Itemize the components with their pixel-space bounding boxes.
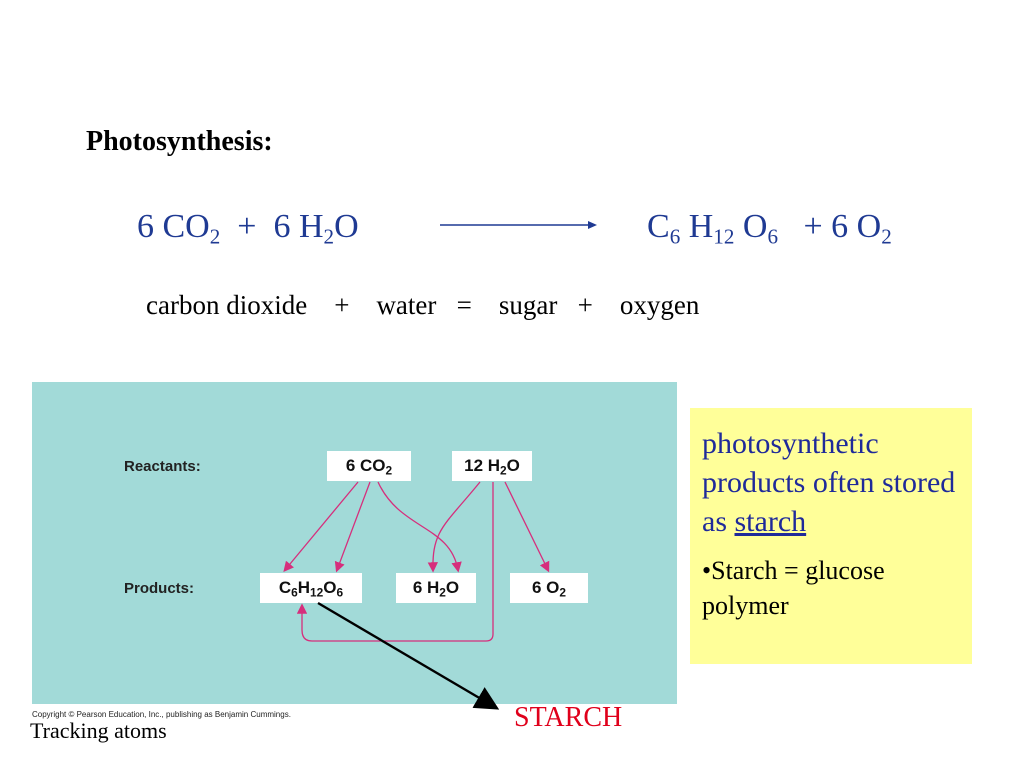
equation-products: C6 H12 O6 + 6 O2 xyxy=(647,208,892,249)
h2o-h: H xyxy=(298,208,324,245)
starch-underlined: starch xyxy=(734,505,807,538)
starch-label: STARCH xyxy=(514,702,623,733)
arrow-h2o-to-o2 xyxy=(504,481,550,573)
note-bullet: •Starch = glucose polymer xyxy=(702,556,885,621)
h2o-sub: 2 xyxy=(323,224,335,249)
arrow-h2o-to-h2o xyxy=(427,481,481,573)
word-oxygen: oxygen xyxy=(619,290,700,320)
co2-formula: CO xyxy=(162,208,210,245)
reactants-label: Reactants: xyxy=(124,458,201,475)
word-sugar: sugar xyxy=(498,290,558,320)
co2-coef: 6 xyxy=(137,208,154,245)
h2o-coef: 6 xyxy=(273,208,291,245)
word-water: water xyxy=(376,290,437,320)
box-6h2o: 6 H2O xyxy=(396,573,476,603)
h2o-o: O xyxy=(334,208,359,245)
plus-sign: + xyxy=(237,208,257,245)
caption-tracking-atoms: Tracking atoms xyxy=(30,718,167,743)
equation-words: carbon dioxide + water = sugar + oxygen xyxy=(146,290,700,320)
copyright-text: Copyright © Pearson Education, Inc., pub… xyxy=(32,710,291,719)
equation-reactants: 6 CO2 + 6 H2O xyxy=(137,208,359,250)
starch-note: photosynthetic products often stored as … xyxy=(690,408,972,664)
arrow-co2-to-glucose-1 xyxy=(283,481,359,573)
products-label: Products: xyxy=(124,580,195,597)
arrow-co2-to-h2o xyxy=(377,481,462,573)
box-12h2o: 12 H2O xyxy=(452,451,532,481)
box-6o2: 6 O2 xyxy=(510,573,588,603)
arrow-glucose-to-starch xyxy=(317,601,500,710)
atom-tracking-diagram xyxy=(32,382,677,704)
arrow-co2-to-glucose-2 xyxy=(334,481,371,573)
note-main-text: photosynthetic products often stored as … xyxy=(702,427,956,538)
box-6co2: 6 CO2 xyxy=(327,451,411,481)
word-carbon-dioxide: carbon dioxide xyxy=(146,290,308,320)
box-glucose: C6H12O6 xyxy=(260,573,362,603)
slide-title: Photosynthesis: xyxy=(86,126,273,157)
arrow-h2o-to-glucose xyxy=(296,482,494,642)
co2-sub: 2 xyxy=(209,224,221,249)
